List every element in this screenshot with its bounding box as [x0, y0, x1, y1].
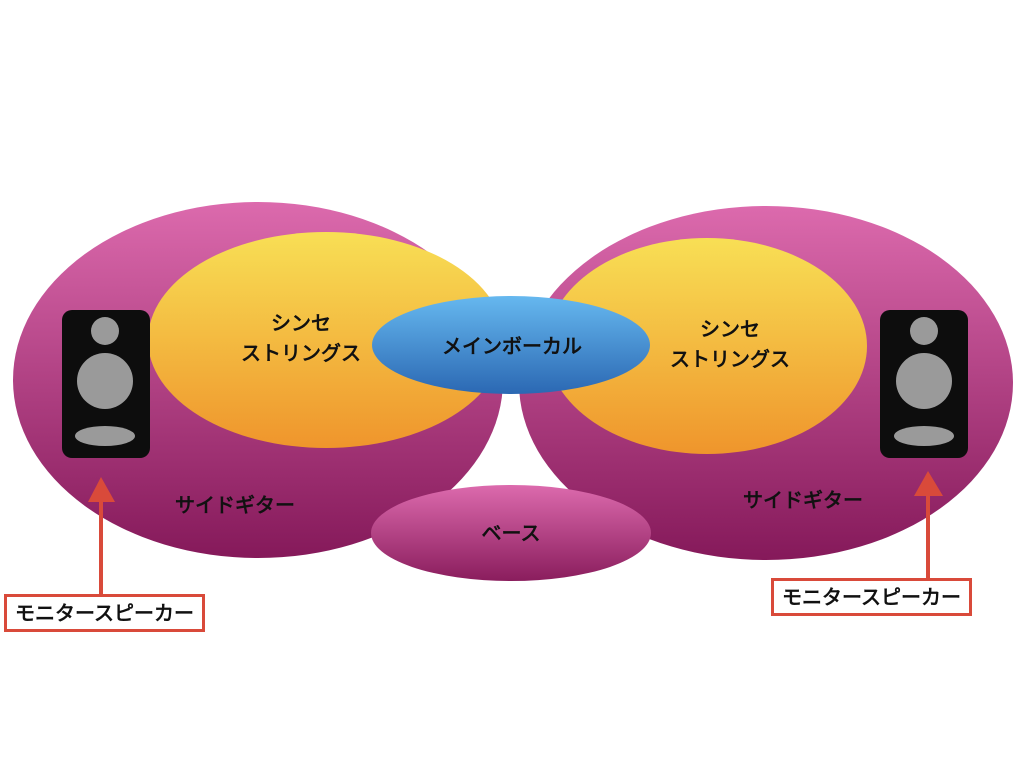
right-synth-label: シンセ ストリングス	[645, 314, 815, 374]
right-synth-zone	[547, 238, 867, 454]
right-synth-line1: シンセ	[700, 317, 760, 341]
left-synth-label: シンセ ストリングス	[216, 308, 386, 368]
left-synth-line2: ストリングス	[241, 341, 361, 365]
right-synth-line2: ストリングス	[670, 347, 790, 371]
bass-zone	[371, 485, 651, 581]
bass-label: ベース	[481, 521, 541, 545]
vocal-label: メインボーカル	[442, 334, 582, 358]
left-monitor-callout: モニタースピーカー	[4, 594, 205, 632]
right-guitar-label: サイドギター	[743, 488, 863, 512]
left-guitar-label: サイドギター	[175, 493, 295, 517]
left-synth-line1: シンセ	[271, 311, 331, 335]
right-arrow-icon	[914, 471, 943, 582]
left-synth-zone	[148, 232, 504, 448]
left-arrow-icon	[88, 477, 115, 598]
left-speaker-icon	[62, 310, 150, 458]
right-monitor-callout: モニタースピーカー	[771, 578, 972, 616]
vocal-zone	[372, 296, 650, 394]
right-speaker-icon	[880, 310, 968, 458]
